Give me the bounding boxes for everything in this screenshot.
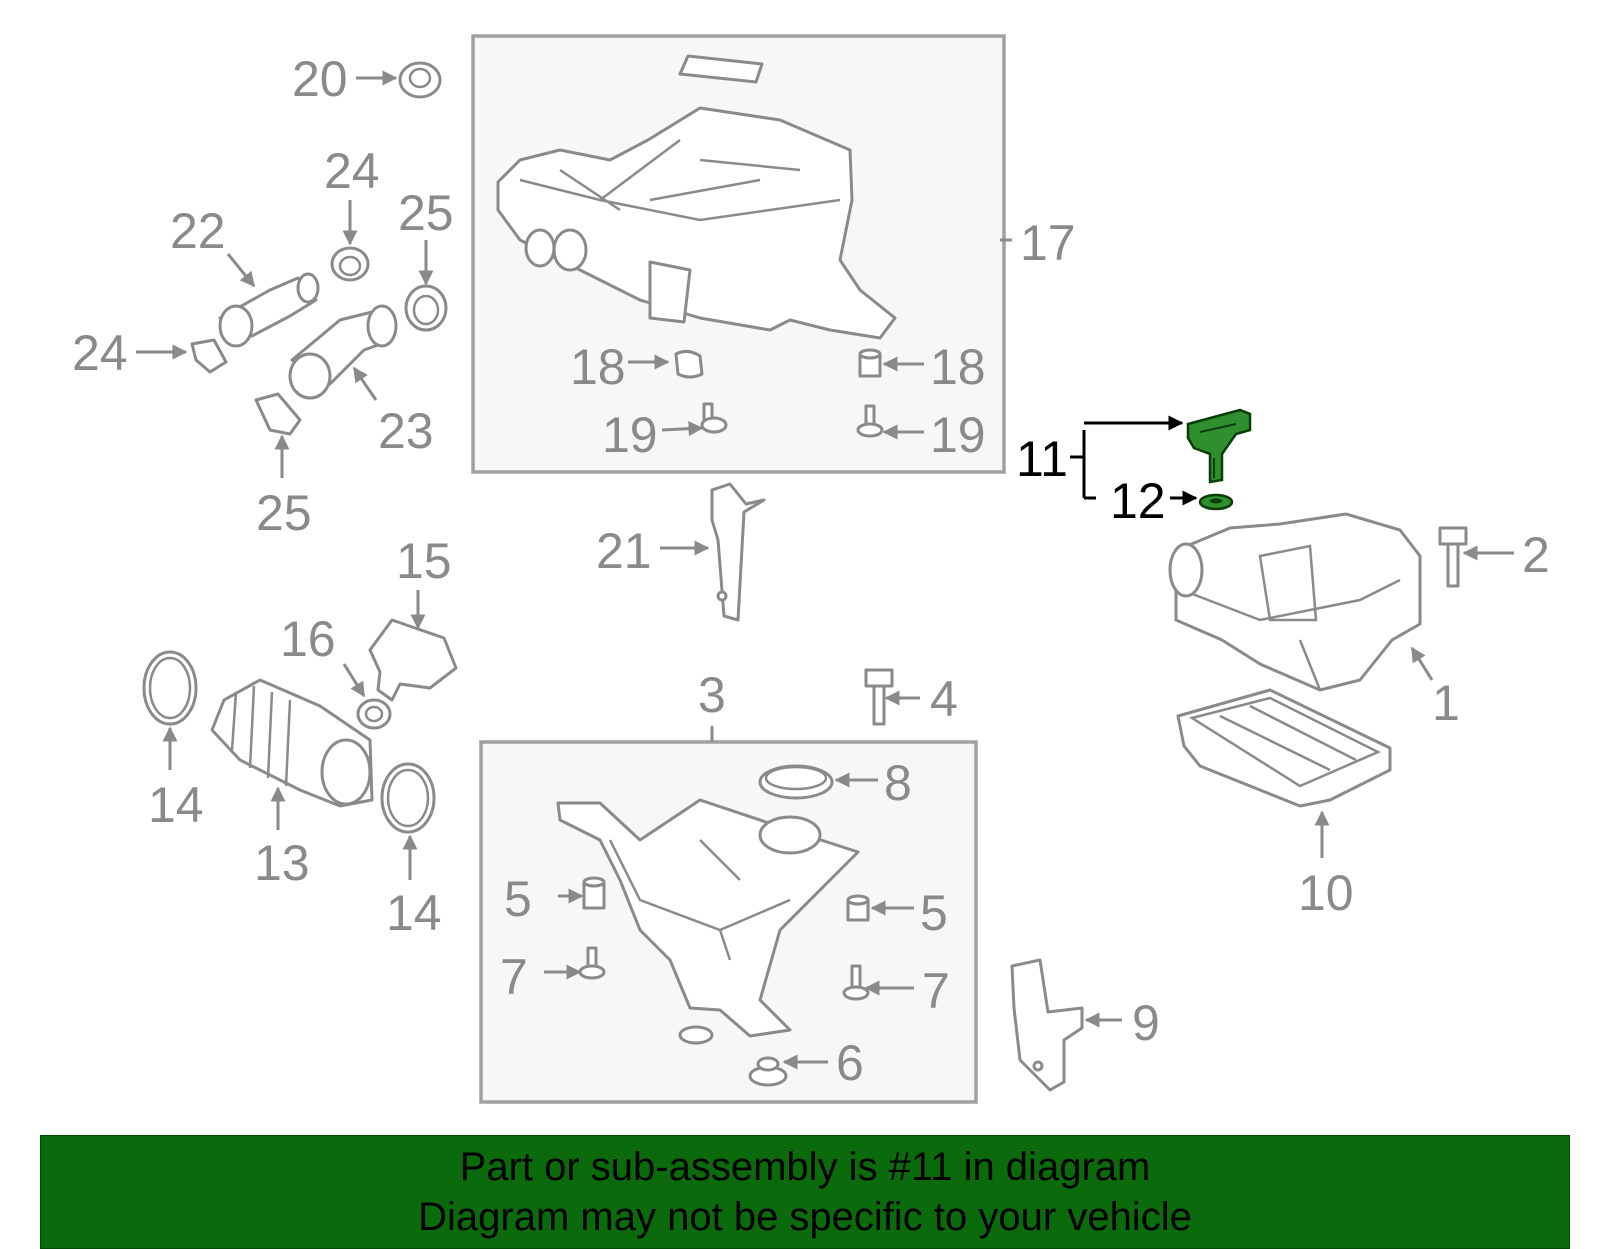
seal-12-highlighted[interactable] bbox=[1198, 493, 1234, 511]
callout-7-right: 7 bbox=[922, 963, 950, 1019]
clamp-24a[interactable] bbox=[330, 246, 370, 282]
callout-11: 11 bbox=[1016, 431, 1068, 487]
callout-18-left: 18 bbox=[570, 339, 626, 395]
callout-20: 20 bbox=[292, 51, 348, 107]
callout-19-right: 19 bbox=[930, 407, 986, 463]
callout-19-left: 19 bbox=[602, 407, 658, 463]
banner-line-2: Diagram may not be specific to your vehi… bbox=[418, 1195, 1192, 1239]
air-filter-element-10[interactable] bbox=[1176, 688, 1392, 808]
resonator-15[interactable] bbox=[368, 618, 458, 702]
clamp-14a[interactable] bbox=[142, 650, 198, 726]
sensor-11-highlighted[interactable] bbox=[1186, 408, 1252, 484]
callout-labels: 20 24 22 25 24 23 25 15 16 14 13 14 18 1… bbox=[72, 51, 1550, 1091]
clamp-25b[interactable] bbox=[254, 392, 302, 436]
callout-23: 23 bbox=[378, 403, 434, 459]
grommet-20[interactable] bbox=[398, 61, 442, 99]
callout-5-left: 5 bbox=[504, 871, 532, 927]
bushing-5b[interactable] bbox=[846, 894, 870, 922]
callout-14-left: 14 bbox=[148, 777, 204, 833]
banner-line-1: Part or sub-assembly is #11 in diagram bbox=[459, 1145, 1151, 1189]
callout-3: 3 bbox=[698, 667, 726, 723]
callout-17: 17 bbox=[1020, 215, 1076, 271]
callout-12: 12 bbox=[1110, 473, 1166, 529]
callout-22: 22 bbox=[170, 203, 226, 259]
callout-6: 6 bbox=[836, 1035, 864, 1091]
air-cleaner-housing-1[interactable] bbox=[1168, 512, 1422, 692]
clamp-14b[interactable] bbox=[380, 762, 436, 834]
bracket-21[interactable] bbox=[710, 482, 766, 622]
callout-10: 10 bbox=[1298, 865, 1354, 921]
callout-14-right: 14 bbox=[386, 885, 442, 941]
callout-9: 9 bbox=[1132, 995, 1160, 1051]
air-cleaner-case[interactable] bbox=[556, 798, 860, 1045]
clamp-24b[interactable] bbox=[190, 338, 228, 374]
leader-lines bbox=[136, 70, 1514, 1070]
callout-15: 15 bbox=[396, 533, 452, 589]
hose-23[interactable] bbox=[288, 304, 398, 400]
clamp-16[interactable] bbox=[356, 698, 392, 730]
bolt-7a[interactable] bbox=[578, 946, 606, 980]
callout-21: 21 bbox=[596, 523, 652, 579]
bolt-2[interactable] bbox=[1438, 526, 1468, 588]
info-banner: Part or sub-assembly is #11 in diagram D… bbox=[40, 1135, 1570, 1249]
bracket-9[interactable] bbox=[1010, 958, 1084, 1092]
bushing-5a[interactable] bbox=[582, 876, 606, 910]
grommet-6[interactable] bbox=[748, 1056, 788, 1087]
callout-7-left: 7 bbox=[500, 949, 528, 1005]
callout-24-top: 24 bbox=[324, 143, 380, 199]
callout-25-top: 25 bbox=[398, 185, 454, 241]
callout-24-left: 24 bbox=[72, 325, 128, 381]
clamp-25a[interactable] bbox=[404, 284, 448, 332]
callout-8: 8 bbox=[884, 755, 912, 811]
seal-8[interactable] bbox=[758, 764, 834, 800]
bushing-18b[interactable] bbox=[858, 348, 882, 378]
callout-13: 13 bbox=[254, 835, 310, 891]
bushing-18a[interactable] bbox=[674, 349, 704, 379]
callout-1: 1 bbox=[1432, 675, 1460, 731]
callout-25-bottom: 25 bbox=[256, 485, 312, 541]
intake-duct-13[interactable] bbox=[210, 678, 374, 808]
callout-2: 2 bbox=[1522, 527, 1550, 583]
callout-5-right: 5 bbox=[920, 885, 948, 941]
bolt-19b[interactable] bbox=[856, 404, 884, 438]
callout-18-right: 18 bbox=[930, 339, 986, 395]
hose-22[interactable] bbox=[218, 272, 320, 348]
callout-16: 16 bbox=[280, 611, 336, 667]
air-cleaner-cover[interactable] bbox=[496, 54, 897, 340]
bolt-4[interactable] bbox=[864, 668, 894, 726]
callout-4: 4 bbox=[930, 671, 958, 727]
